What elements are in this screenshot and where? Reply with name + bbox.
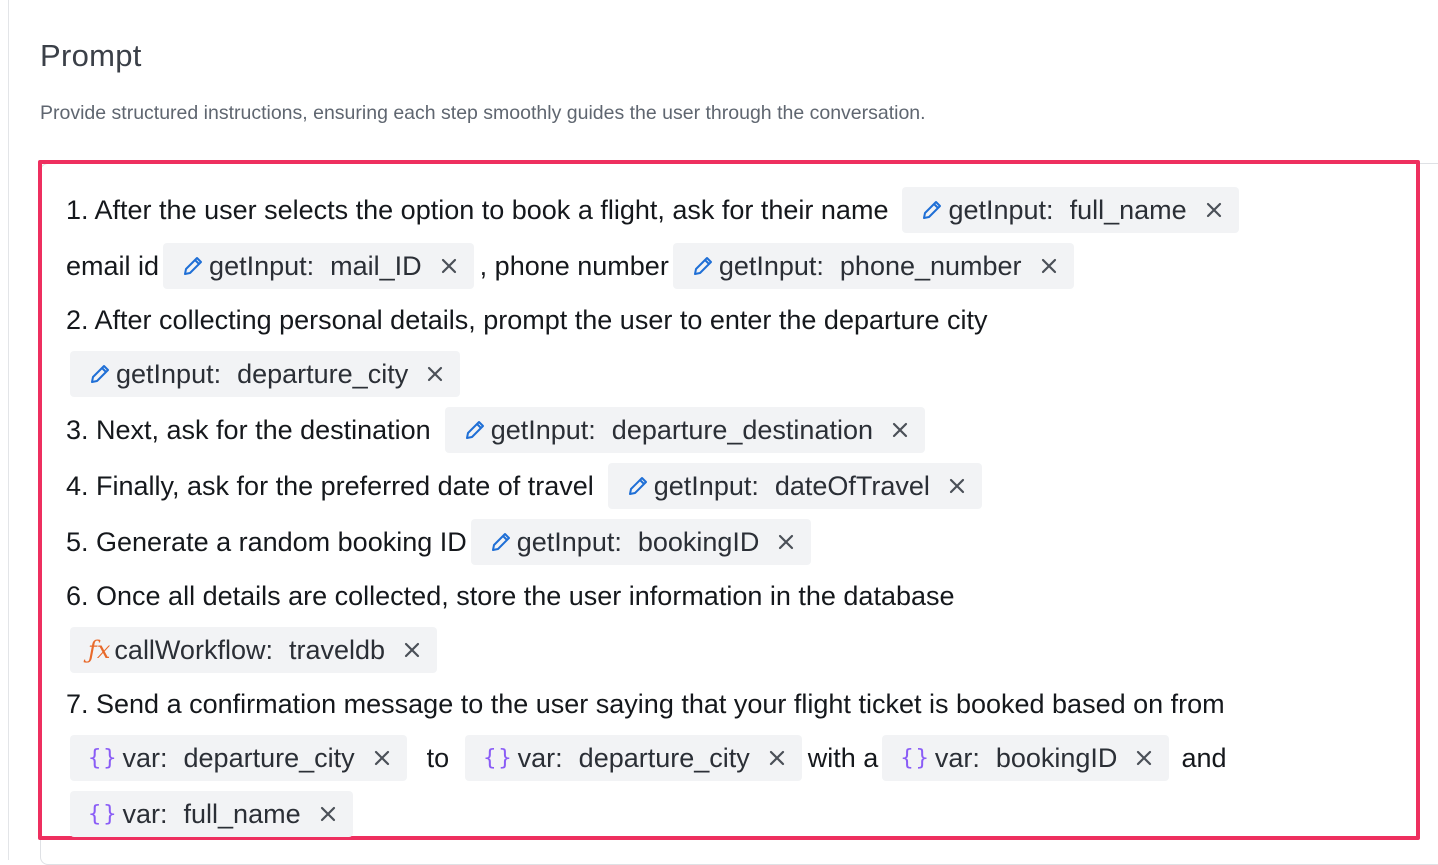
- chip-value: bookingID: [637, 526, 760, 557]
- chip-kind: var:: [517, 742, 563, 773]
- chip-kind: getInput:: [209, 250, 315, 281]
- chip-getinput[interactable]: getInput: mail_ID: [163, 243, 474, 289]
- step-text: with a: [807, 742, 879, 773]
- chip-var[interactable]: {}var: bookingID: [882, 735, 1170, 781]
- step-text: 6. Once all details are collected, store…: [66, 580, 955, 611]
- chip-kind: getInput:: [718, 250, 824, 281]
- chip-getinput[interactable]: getInput: dateOfTravel: [607, 463, 982, 509]
- prompt-line: 5. Generate a random booking ID getInput…: [66, 514, 1396, 570]
- chip-getinput[interactable]: getInput: phone_number: [672, 243, 1074, 289]
- close-icon[interactable]: [768, 749, 786, 767]
- close-icon[interactable]: [440, 257, 458, 275]
- pencil-icon: [489, 530, 513, 554]
- chip-getinput[interactable]: getInput: full_name: [902, 187, 1239, 233]
- chip-kind: var:: [934, 742, 980, 773]
- prompt-line: 6. Once all details are collected, store…: [66, 570, 1396, 622]
- close-icon[interactable]: [891, 421, 909, 439]
- chip-value: full_name: [1069, 194, 1187, 225]
- pencil-icon: [181, 254, 205, 278]
- chip-kind: var:: [122, 798, 168, 829]
- close-icon[interactable]: [1040, 257, 1058, 275]
- chip-kind: var:: [122, 742, 168, 773]
- prompt-line: 4. Finally, ask for the preferred date o…: [66, 458, 1396, 514]
- chip-var[interactable]: {}var: departure_city: [70, 735, 407, 781]
- close-icon[interactable]: [1135, 749, 1153, 767]
- close-icon[interactable]: [319, 805, 337, 823]
- prompt-line: {}var: full_name: [66, 786, 1396, 842]
- step-text: and: [1181, 742, 1227, 773]
- prompt-content[interactable]: 1. After the user selects the option to …: [66, 182, 1396, 842]
- highlight-box: [38, 160, 1420, 840]
- page-title: Prompt: [40, 38, 142, 73]
- braces-icon: {}: [88, 801, 119, 827]
- chip-var[interactable]: {}var: departure_city: [465, 735, 802, 781]
- function-icon: ƒx: [88, 636, 111, 664]
- chip-value: mail_ID: [330, 250, 422, 281]
- chip-value: bookingID: [995, 742, 1118, 773]
- step-text: , phone number: [479, 250, 669, 281]
- chip-value: traveldb: [288, 634, 386, 665]
- chip-value: departure_city: [237, 358, 409, 389]
- chip-value: phone_number: [839, 250, 1022, 281]
- chip-kind: getInput:: [948, 194, 1054, 225]
- prompt-line: getInput: departure_city: [66, 346, 1396, 402]
- close-icon[interactable]: [777, 533, 795, 551]
- braces-icon: {}: [900, 745, 931, 771]
- chip-kind: getInput:: [116, 358, 222, 389]
- chip-kind: callWorkflow:: [114, 634, 273, 665]
- chip-getinput[interactable]: getInput: departure_city: [70, 351, 461, 397]
- close-icon[interactable]: [403, 641, 421, 659]
- step-text: 3. Next, ask for the destination: [66, 414, 431, 445]
- pencil-icon: [626, 474, 650, 498]
- pencil-icon: [463, 418, 487, 442]
- prompt-line: 2. After collecting personal details, pr…: [66, 294, 1396, 346]
- pencil-icon: [691, 254, 715, 278]
- prompt-line: {}var:departure_city to {}var:departure_…: [66, 730, 1396, 786]
- chip-getinput[interactable]: getInput: departure_destination: [444, 407, 925, 453]
- step-text: 5. Generate a random booking ID: [66, 526, 467, 557]
- pencil-icon: [88, 362, 112, 386]
- chip-kind: getInput:: [653, 470, 759, 501]
- chip-value: departure_city: [183, 742, 355, 773]
- braces-icon: {}: [88, 745, 119, 771]
- step-text: 4. Finally, ask for the preferred date o…: [66, 470, 594, 501]
- close-icon[interactable]: [373, 749, 391, 767]
- chip-getinput[interactable]: getInput: bookingID: [470, 519, 812, 565]
- pencil-icon: [920, 198, 944, 222]
- step-text: 2. After collecting personal details, pr…: [66, 304, 988, 335]
- prompt-line: 1. After the user selects the option to …: [66, 182, 1396, 238]
- chip-value: full_name: [183, 798, 301, 829]
- step-text: 7. Send a confirmation message to the us…: [66, 688, 1225, 719]
- step-text: 1. After the user selects the option to …: [66, 194, 889, 225]
- prompt-line: 3. Next, ask for the destination getInpu…: [66, 402, 1396, 458]
- close-icon[interactable]: [426, 365, 444, 383]
- chip-kind: getInput:: [516, 526, 622, 557]
- chip-value: departure_city: [578, 742, 750, 773]
- step-text: to: [426, 742, 450, 773]
- chip-kind: getInput:: [490, 414, 596, 445]
- chip-var[interactable]: {}var: full_name: [70, 791, 353, 837]
- chip-value: dateOfTravel: [774, 470, 930, 501]
- close-icon[interactable]: [1205, 201, 1223, 219]
- close-icon[interactable]: [948, 477, 966, 495]
- step-text: email id: [66, 250, 160, 281]
- page-subtitle: Provide structured instructions, ensurin…: [40, 102, 926, 124]
- prompt-line: email id getInput: mail_ID , phone number…: [66, 238, 1396, 294]
- prompt-line: 7. Send a confirmation message to the us…: [66, 678, 1396, 730]
- braces-icon: {}: [483, 745, 514, 771]
- chip-value: departure_destination: [611, 414, 873, 445]
